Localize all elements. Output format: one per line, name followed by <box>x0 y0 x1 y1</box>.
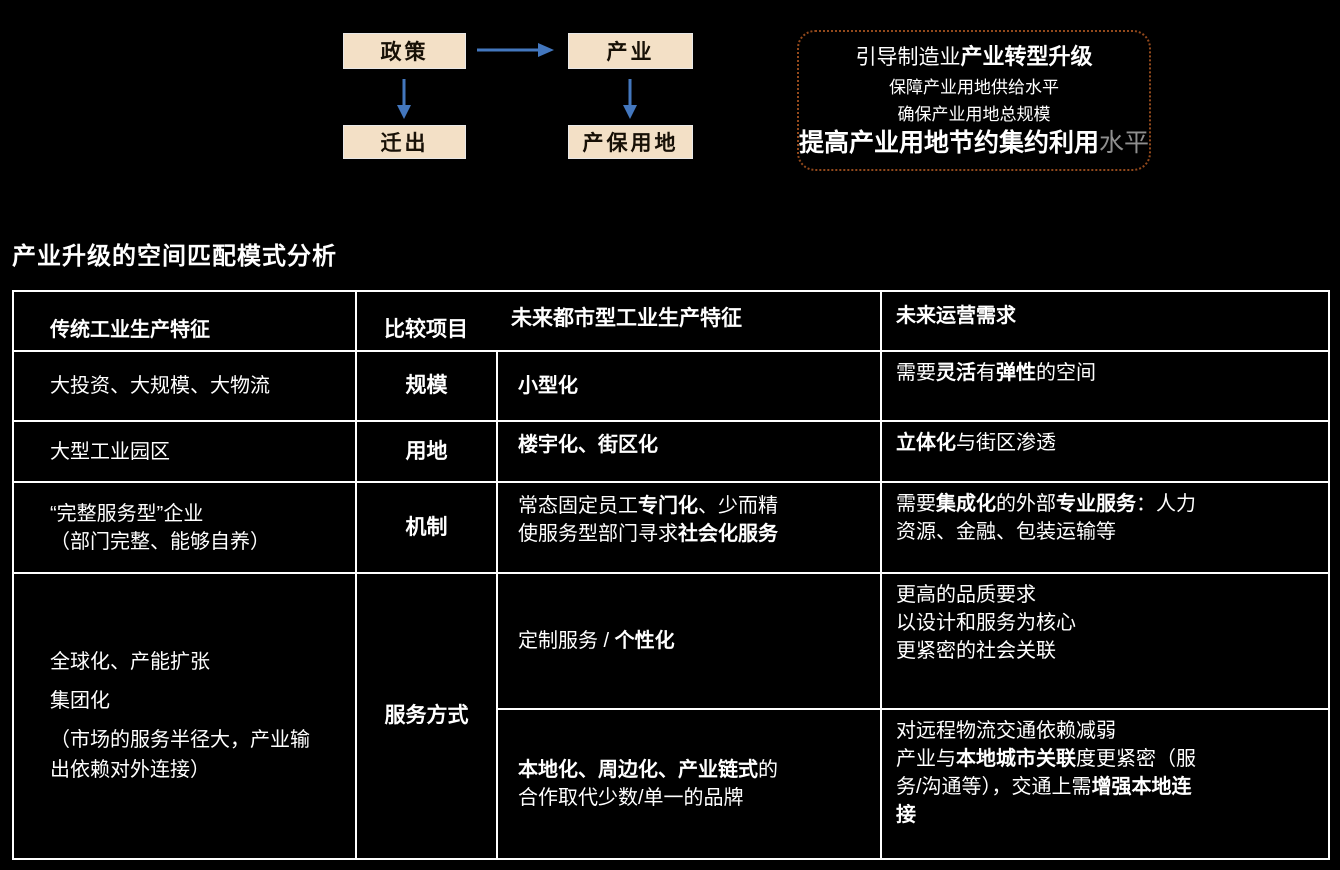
table-row-mechanism: “完整服务型”企业（部门完整、能够自养） 机制 常态固定员工专门化、少而精使服务… <box>12 481 1330 574</box>
cell-mechanism-operations: 需要集成化的外部专业服务：人力资源、金融、包装运输等 <box>880 481 1330 574</box>
table-row-service-custom: 全球化、产能扩张集团化（市场的服务半径大，产业输出依赖对外连接） 服务方式 定制… <box>12 572 1330 860</box>
cell-scale-operations: 需要灵活有弹性的空间 <box>880 350 1330 422</box>
cell-scale-traditional: 大投资、大规模、大物流 <box>12 350 357 422</box>
cell-mechanism-label: 机制 <box>355 481 498 574</box>
cell-mechanism-future: 常态固定员工专门化、少而精使服务型部门寻求社会化服务 <box>496 481 882 574</box>
cell-service-custom-future: 定制服务 / 个性化 <box>496 572 882 710</box>
flow-node-policy: 政策 <box>343 33 466 69</box>
header-compare-future: 比较项目 未来都市型工业生产特征 <box>355 290 882 352</box>
cell-mechanism-traditional: “完整服务型”企业（部门完整、能够自养） <box>12 481 357 574</box>
cell-land-label: 用地 <box>355 420 498 483</box>
flow-node-industry: 产业 <box>568 33 693 69</box>
table-row-land: 大型工业园区 用地 楼宇化、街区化 立体化与街区渗透 <box>12 420 1330 483</box>
header-future-feature: 未来都市型工业生产特征 <box>511 307 742 330</box>
cell-scale-future: 小型化 <box>496 350 882 422</box>
table-row-scale: 大投资、大规模、大物流 规模 小型化 需要灵活有弹性的空间 <box>12 350 1330 422</box>
header-traditional: 传统工业生产特征 <box>12 290 357 352</box>
flow-node-protected-land: 产保用地 <box>568 125 693 159</box>
cell-land-future: 楼宇化、街区化 <box>496 420 882 483</box>
comparison-table: 传统工业生产特征 比较项目 未来都市型工业生产特征 未来运营需求 大投资、大规模… <box>12 290 1330 860</box>
cell-service-custom-operations: 更高的品质要求以设计和服务为核心更紧密的社会关联 <box>880 572 1330 710</box>
cell-land-operations: 立体化与街区渗透 <box>880 420 1330 483</box>
policy-goal-callout: 引导制造业产业转型升级保障产业用地供给水平确保产业用地总规模提高产业用地节约集约… <box>797 30 1151 171</box>
cell-service-label: 服务方式 <box>355 572 498 860</box>
cell-service-local-operations: 对远程物流交通依赖减弱产业与本地城市关联度更紧密（服务/沟通等），交通上需增强本… <box>880 708 1330 860</box>
flow-node-relocate: 迁出 <box>343 125 466 159</box>
table-row-service-local: 本地化、周边化、产业链式的合作取代少数/单一的品牌 对远程物流交通依赖减弱产业与… <box>13 708 1330 860</box>
header-compare-item: 比较项目 <box>384 318 468 341</box>
cell-service-traditional: 全球化、产能扩张集团化（市场的服务半径大，产业输出依赖对外连接） <box>12 572 357 860</box>
cell-scale-label: 规模 <box>355 350 498 422</box>
section-title: 产业升级的空间匹配模式分析 <box>12 243 337 270</box>
cell-service-local-future: 本地化、周边化、产业链式的合作取代少数/单一的品牌 <box>496 708 882 860</box>
header-operations: 未来运营需求 <box>880 290 1330 352</box>
cell-land-traditional: 大型工业园区 <box>12 420 357 483</box>
table-header-row: 传统工业生产特征 比较项目 未来都市型工业生产特征 未来运营需求 <box>12 290 1330 352</box>
